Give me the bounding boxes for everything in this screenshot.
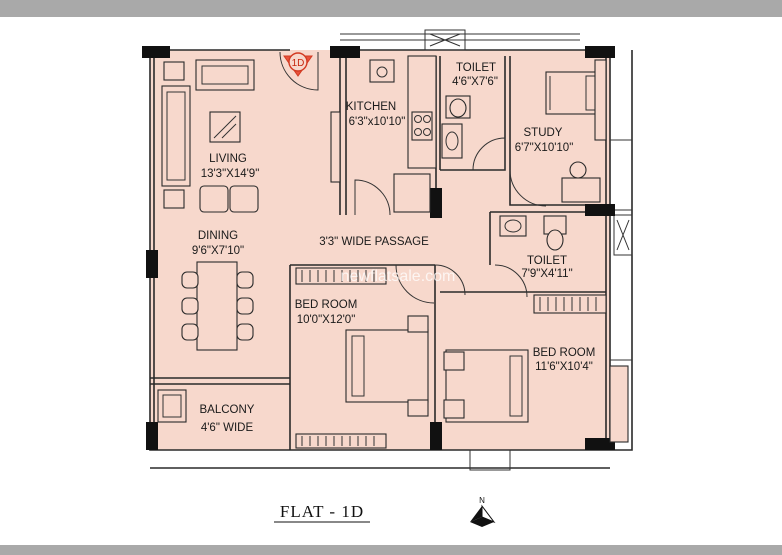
study-size: 6'7"X10'10" [515,142,574,154]
dining-size: 9'6"X7'10" [192,245,244,257]
kitchen-fixtures [369,55,437,213]
plan-title: FLAT - 1D [280,502,364,521]
dining-name: DINING [198,230,238,242]
north-arrow-icon: N [470,496,496,527]
living-furniture [161,59,341,213]
living-name: LIVING [209,153,247,165]
toilet2-size: 7'9"X4'11" [521,268,572,280]
structural-columns [142,46,615,450]
passage-name: 3'3" WIDE PASSAGE [319,236,429,248]
balcony-size: 4'6" WIDE [201,422,254,434]
toilet2-name: TOILET [527,255,567,267]
bottom-bar [0,545,782,555]
dining-furniture [181,261,254,351]
living-size: 13'3"X14'9" [201,168,260,180]
balcony-fixtures [157,389,187,423]
toilet1-size: 4'6"X7'6" [452,76,498,88]
kitchen-size: 6'3"x10'10" [349,116,406,128]
bedroom1-furniture [295,267,429,449]
bedroom2-size: 11'6"X10'4" [535,361,593,373]
balcony-name: BALCONY [200,404,255,416]
toilet1-fixtures [441,95,471,159]
study-furniture [545,59,607,203]
bedroom1-size: 10'0"X12'0" [297,314,356,326]
study-name: STUDY [524,127,563,139]
toilet2-fixtures [499,215,567,251]
bedroom2-furniture [443,294,629,443]
bedroom1-name: BED ROOM [295,299,358,311]
flat-badge-label: 1D [292,58,305,69]
flat-badge: 1D [283,52,313,77]
watermark: newflatsale.com [341,268,456,285]
windows [340,29,633,471]
north-label: N [479,496,485,505]
top-bar [0,0,782,17]
doors [279,51,547,304]
toilet1-name: TOILET [456,62,496,74]
bedroom2-name: BED ROOM [533,347,596,359]
kitchen-name: KITCHEN [346,101,396,113]
